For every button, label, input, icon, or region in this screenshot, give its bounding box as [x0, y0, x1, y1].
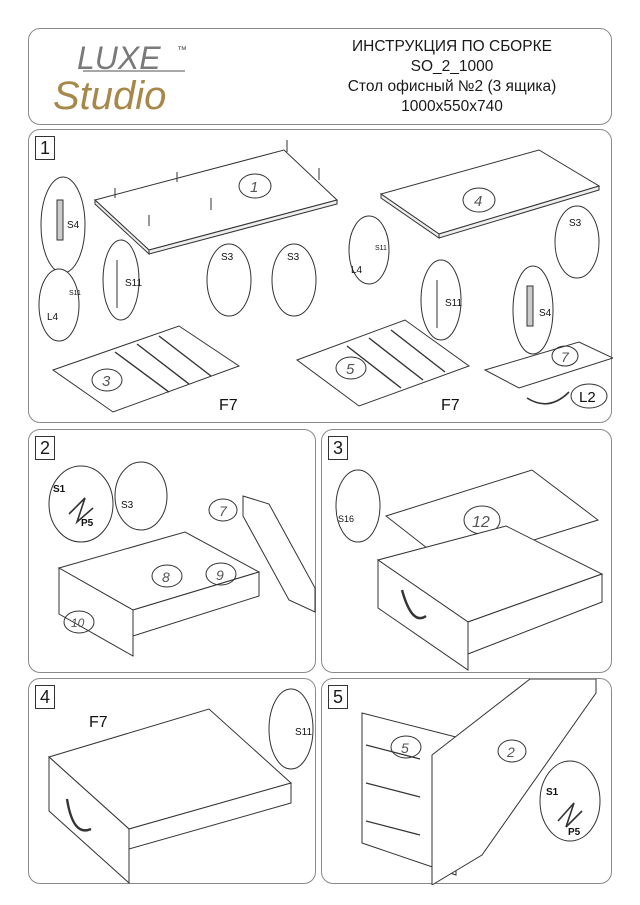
step-4-number: 4	[35, 685, 55, 709]
brand-top: LUXE	[77, 40, 161, 76]
svg-text:F7: F7	[219, 397, 238, 414]
svg-text:12: 12	[472, 514, 490, 531]
svg-text:S4: S4	[539, 308, 552, 319]
part-circle-1	[238, 173, 272, 199]
board-part-7	[483, 341, 613, 389]
svg-text:S16: S16	[338, 514, 354, 524]
board-part-10	[58, 567, 134, 657]
svg-text:S11: S11	[125, 278, 142, 289]
svg-text:S4: S4	[67, 220, 80, 231]
title-line-4: 1000x550x740	[401, 98, 503, 115]
board-part-3	[51, 325, 241, 413]
brand-bottom: Studio	[53, 74, 166, 118]
svg-text:7: 7	[219, 503, 228, 519]
header-frame: LUXE ™ Studio ИНСТРУКЦИЯ ПО СБОРКЕ SO_2_…	[28, 28, 612, 125]
svg-text:5: 5	[401, 740, 409, 756]
svg-text:4: 4	[474, 193, 482, 210]
brand-logo: LUXE ™ Studio	[39, 35, 199, 119]
trademark: ™	[177, 45, 187, 56]
board-part-5	[295, 319, 471, 407]
svg-text:S3: S3	[221, 252, 234, 263]
svg-text:1: 1	[250, 179, 258, 196]
step-1-number: 1	[35, 136, 55, 160]
svg-text:S11: S11	[375, 245, 387, 252]
document-title: ИНСТРУКЦИЯ ПО СБОРКЕ SO_2_1000 Стол офис…	[307, 37, 597, 117]
svg-text:7: 7	[561, 349, 570, 365]
svg-text:L4: L4	[351, 265, 363, 276]
step-3-number: 3	[328, 436, 348, 460]
svg-text:S3: S3	[121, 500, 134, 511]
svg-text:L2: L2	[579, 389, 596, 406]
title-line-1: ИНСТРУКЦИЯ ПО СБОРКЕ	[352, 38, 552, 55]
step-2-panel: 2 S1 P5 S3 8 9 10 7	[28, 429, 316, 673]
svg-text:9: 9	[216, 567, 224, 583]
step-4-panel: 4 F7 S11	[28, 678, 316, 885]
svg-text:S3: S3	[569, 218, 582, 229]
svg-text:F7: F7	[89, 714, 108, 731]
svg-text:F7: F7	[441, 397, 460, 414]
svg-text:S1: S1	[546, 787, 559, 798]
svg-text:L4: L4	[47, 312, 59, 323]
svg-text:10: 10	[71, 616, 85, 630]
svg-text:P5: P5	[81, 518, 94, 529]
svg-text:S11: S11	[295, 727, 312, 738]
svg-text:8: 8	[162, 569, 170, 585]
svg-text:S3: S3	[287, 252, 300, 263]
step-5-panel: 5 5 2 S1 P5	[321, 678, 612, 885]
step-5-number: 5	[328, 685, 348, 709]
svg-text:S11: S11	[445, 298, 462, 309]
step-3-panel: 3 S16 12	[321, 429, 612, 673]
svg-text:5: 5	[346, 361, 355, 378]
svg-text:S11: S11	[69, 290, 81, 297]
svg-text:S1: S1	[53, 484, 66, 495]
step-2-number: 2	[35, 436, 55, 460]
title-line-2: SO_2_1000	[410, 58, 494, 75]
title-line-3: Стол офисный №2 (3 ящика)	[347, 78, 557, 95]
svg-text:3: 3	[102, 373, 111, 390]
svg-text:2: 2	[506, 744, 515, 760]
step-1-panel: 1 1 S4 S11 L4 S11 3 F7	[28, 129, 613, 423]
svg-text:P5: P5	[568, 827, 581, 838]
